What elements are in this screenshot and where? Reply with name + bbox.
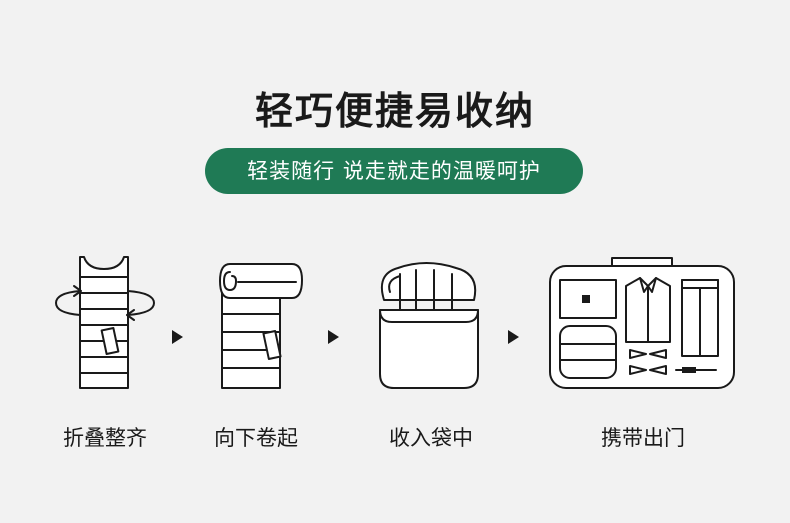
step-label: 折叠整齐 <box>63 426 147 450</box>
subtitle-badge: 轻装随行 说走就走的温暖呵护 <box>205 148 583 194</box>
arrow-right-icon <box>172 330 183 344</box>
step-label: 携带出门 <box>601 426 685 450</box>
suitcase-icon <box>549 257 735 389</box>
step-label: 向下卷起 <box>214 426 298 450</box>
rolled-blanket-icon <box>219 263 303 389</box>
step-label: 收入袋中 <box>389 426 473 450</box>
page-title: 轻巧便捷易收纳 <box>254 89 535 133</box>
folded-blanket-icon <box>55 256 155 389</box>
storage-bag-icon <box>379 262 479 389</box>
arrow-right-icon <box>508 330 519 344</box>
arrow-right-icon <box>328 330 339 344</box>
